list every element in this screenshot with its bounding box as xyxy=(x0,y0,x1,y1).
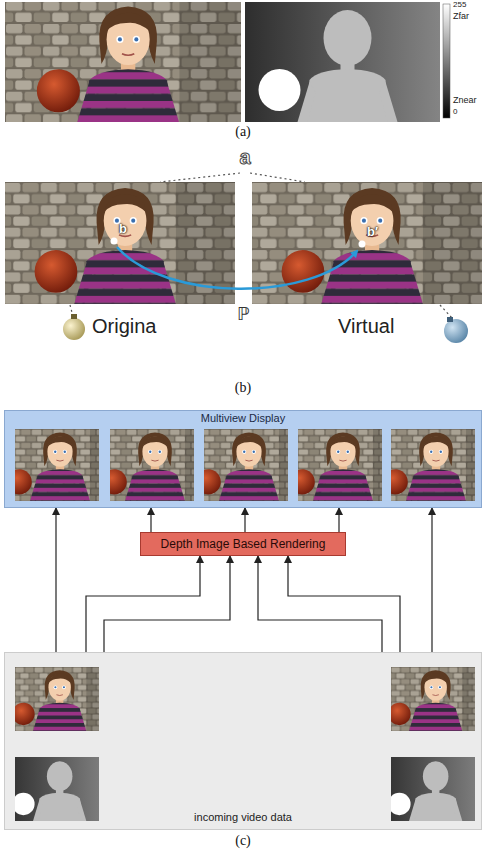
flow-arrow xyxy=(431,508,432,652)
scale-value: 0 xyxy=(453,108,457,117)
scale-value: 255 xyxy=(453,1,466,10)
node-label: incoming video data xyxy=(194,811,292,823)
pixel-label: b xyxy=(119,222,127,236)
projection-ray xyxy=(160,173,240,182)
panel-tag: (c) xyxy=(0,833,486,848)
view-image xyxy=(83,429,221,501)
rendered-image xyxy=(5,0,241,123)
flow-arrow xyxy=(55,508,56,652)
depth-map xyxy=(5,757,118,821)
virtual-camera xyxy=(444,317,468,343)
flow-arrow xyxy=(288,556,400,652)
flow-arrow xyxy=(338,508,339,532)
scale-label: Znear xyxy=(453,96,477,106)
view-image xyxy=(364,429,481,501)
point-marker xyxy=(111,238,118,245)
original-camera xyxy=(63,314,85,340)
depth-map xyxy=(228,2,458,122)
thumbnail-images xyxy=(5,653,481,829)
panel-tag: (b) xyxy=(0,380,486,395)
projection-ray xyxy=(250,173,305,182)
flow-arrow xyxy=(104,556,230,652)
input-panel: incoming video data xyxy=(4,652,482,830)
view-image xyxy=(5,667,118,731)
pixel-label: b′ xyxy=(367,225,378,239)
camera-label: Virtual xyxy=(338,315,394,337)
flow-arrow xyxy=(86,556,200,652)
flow-arrow xyxy=(244,508,245,532)
warp-arc xyxy=(117,247,357,289)
scale-label: Zfar xyxy=(453,12,469,22)
display-band: Multiview Display xyxy=(4,410,482,508)
scene-point-label: a xyxy=(239,146,250,168)
process-box: Depth Image Based Rendering xyxy=(140,532,346,556)
camera-label: Origina xyxy=(92,315,156,337)
panel-tag: (a) xyxy=(0,124,486,139)
node-label: Multiview Display xyxy=(201,412,285,424)
view-image xyxy=(5,429,126,501)
node-label: Depth Image Based Rendering xyxy=(161,537,326,551)
thumbnail-images xyxy=(5,411,481,507)
flow-arrow xyxy=(258,556,382,652)
depth-colorbar xyxy=(443,4,450,118)
point-marker xyxy=(359,241,366,248)
depth-map xyxy=(372,757,481,821)
warp-label: ℙ xyxy=(237,305,250,325)
view-image xyxy=(177,429,315,501)
view-image xyxy=(372,667,481,731)
camera-ray xyxy=(440,305,452,318)
view-image xyxy=(271,429,409,501)
flow-arrow xyxy=(150,508,151,532)
